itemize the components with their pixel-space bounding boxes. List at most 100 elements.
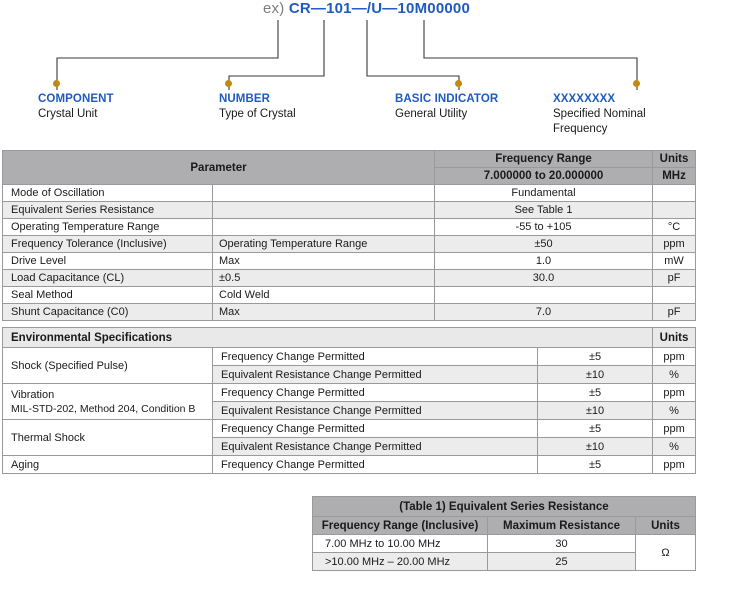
env-value: ±5 <box>536 347 654 366</box>
esr-resistance: 25 <box>487 552 636 571</box>
table-subheader-row: Frequency Range (Inclusive) Maximum Resi… <box>312 516 697 535</box>
table-row: 7.00 MHz to 10.00 MHz 30 Ω <box>312 534 697 571</box>
parameter-label: Seal Method <box>2 286 213 304</box>
callout-frequency: XXXXXXXX Specified Nominal Frequency <box>553 92 663 137</box>
part-number-breakdown-diagram: ex) CR—101—/U—10M00000 COMPONENT Crystal… <box>0 0 733 148</box>
parameter-condition <box>211 201 436 219</box>
env-group-label: Vibration MIL-STD-202, Method 204, Condi… <box>2 383 213 420</box>
parameter-value: ±50 <box>434 235 654 253</box>
parameter-label: Frequency Tolerance (Inclusive) <box>2 235 213 253</box>
header-frequency-range: Frequency Range <box>434 150 654 168</box>
env-criterion: Equivalent Resistance Change Permitted <box>212 437 538 456</box>
callout-dot-component <box>53 80 60 87</box>
header-frequency-range: Frequency Range (Inclusive) <box>312 516 488 535</box>
parameter-condition <box>211 184 436 202</box>
parameter-units: pF <box>652 303 697 321</box>
parameter-condition: Operating Temperature Range <box>211 235 436 253</box>
callout-dot-frequency <box>633 80 640 87</box>
table-row: Mode of Oscillation Fundamental <box>2 184 697 202</box>
table-row: Load Capacitance (CL) ±0.5 30.0 pF <box>2 269 697 287</box>
table-row: Shock (Specified Pulse) Frequency Change… <box>2 347 697 384</box>
env-criterion: Frequency Change Permitted <box>212 419 538 438</box>
parameter-value: -55 to +105 <box>434 218 654 236</box>
header-units: Units <box>652 150 697 168</box>
parameter-label: Shunt Capacitance (C0) <box>2 303 213 321</box>
parameter-units <box>652 184 697 202</box>
esr-resistance: 30 <box>487 534 636 553</box>
parameter-value <box>434 286 654 304</box>
parameter-units <box>652 201 697 219</box>
env-group-label: Thermal Shock <box>2 419 213 456</box>
parameter-label: Mode of Oscillation <box>2 184 213 202</box>
parameter-value: 30.0 <box>434 269 654 287</box>
callout-dot-number <box>225 80 232 87</box>
part-number-code-line: ex) CR—101—/U—10M00000 <box>0 0 733 17</box>
header-frequency-range-value: 7.000000 to 20.000000 <box>434 167 654 185</box>
table-row: Operating Temperature Range -55 to +105 … <box>2 218 697 236</box>
env-group-label: Shock (Specified Pulse) <box>2 347 213 384</box>
env-criterion: Frequency Change Permitted <box>212 455 538 474</box>
table-row: Frequency Tolerance (Inclusive) Operatin… <box>2 235 697 253</box>
callout-description: Crystal Unit <box>38 108 98 120</box>
env-value: ±10 <box>536 401 654 420</box>
parameter-specifications-table: Parameter Frequency Range Units 7.000000… <box>1 150 697 321</box>
parameter-condition <box>211 218 436 236</box>
table-row: Vibration MIL-STD-202, Method 204, Condi… <box>2 383 697 420</box>
callout-connector-lines <box>56 20 638 90</box>
parameter-units <box>652 286 697 304</box>
env-criterion: Frequency Change Permitted <box>212 347 538 366</box>
callout-description: General Utility <box>395 108 468 120</box>
parameter-units: °C <box>652 218 697 236</box>
header-units: Units <box>634 516 697 535</box>
parameter-value: Fundamental <box>434 184 654 202</box>
env-units: ppm <box>652 347 697 366</box>
parameter-units: ppm <box>652 235 697 253</box>
callout-title: XXXXXXXX <box>553 93 616 105</box>
table-row: Shunt Capacitance (C0) Max 7.0 pF <box>2 303 697 321</box>
env-units: ppm <box>652 383 697 402</box>
env-group-label: Aging <box>2 455 213 474</box>
table-row: Drive Level Max 1.0 mW <box>2 252 697 270</box>
esr-title: (Table 1) Equivalent Series Resistance <box>311 496 697 517</box>
env-group-note: MIL-STD-202, Method 204, Condition B <box>11 402 196 415</box>
env-title: Environmental Specifications <box>1 327 654 348</box>
header-maximum-resistance: Maximum Resistance <box>487 516 636 535</box>
table-row: >10.00 MHz – 20.00 MHz 25 <box>312 552 696 571</box>
env-criterion: Frequency Change Permitted <box>212 383 538 402</box>
env-units: % <box>652 437 697 456</box>
env-criterion: Equivalent Resistance Change Permitted <box>212 365 538 384</box>
esr-frequency-range: >10.00 MHz – 20.00 MHz <box>312 552 488 571</box>
parameter-label: Drive Level <box>2 252 213 270</box>
parameter-condition: Max <box>211 303 436 321</box>
env-units: ppm <box>652 455 697 474</box>
callout-title: COMPONENT <box>38 93 114 105</box>
env-units: % <box>652 401 697 420</box>
header-units-value: MHz <box>652 167 697 185</box>
env-units: ppm <box>652 419 697 438</box>
parameter-condition: Cold Weld <box>211 286 436 304</box>
env-value: ±5 <box>536 419 654 438</box>
parameter-label: Operating Temperature Range <box>2 218 213 236</box>
esr-frequency-range: 7.00 MHz to 10.00 MHz <box>312 534 488 553</box>
table-row: Aging Frequency Change Permitted ±5 ppm <box>2 455 697 474</box>
env-group-name: Vibration <box>11 388 55 401</box>
env-criterion: Equivalent Resistance Change Permitted <box>212 401 538 420</box>
table-row: Seal Method Cold Weld <box>2 286 697 304</box>
table-header-row: Environmental Specifications Units <box>1 327 697 348</box>
parameter-condition: ±0.5 <box>211 269 436 287</box>
part-number-code: CR—101—/U—10M00000 <box>288 0 470 17</box>
callout-dot-basic-indicator <box>455 80 462 87</box>
table-header-row: Parameter Frequency Range Units <box>1 150 697 185</box>
header-parameter: Parameter <box>1 150 436 185</box>
callout-component: COMPONENT Crystal Unit <box>38 92 218 122</box>
callout-basic-indicator: BASIC INDICATOR General Utility <box>395 92 575 122</box>
header-units: Units <box>652 327 697 348</box>
parameter-units: pF <box>652 269 697 287</box>
environmental-specifications-table: Environmental Specifications Units Shock… <box>1 327 697 474</box>
callout-description: Type of Crystal <box>219 108 296 120</box>
callout-title: BASIC INDICATOR <box>395 93 499 105</box>
parameter-label: Equivalent Series Resistance <box>2 201 213 219</box>
env-units: % <box>652 365 697 384</box>
parameter-units: mW <box>652 252 697 270</box>
table-subheader-row: 7.000000 to 20.000000 MHz <box>3 167 697 185</box>
